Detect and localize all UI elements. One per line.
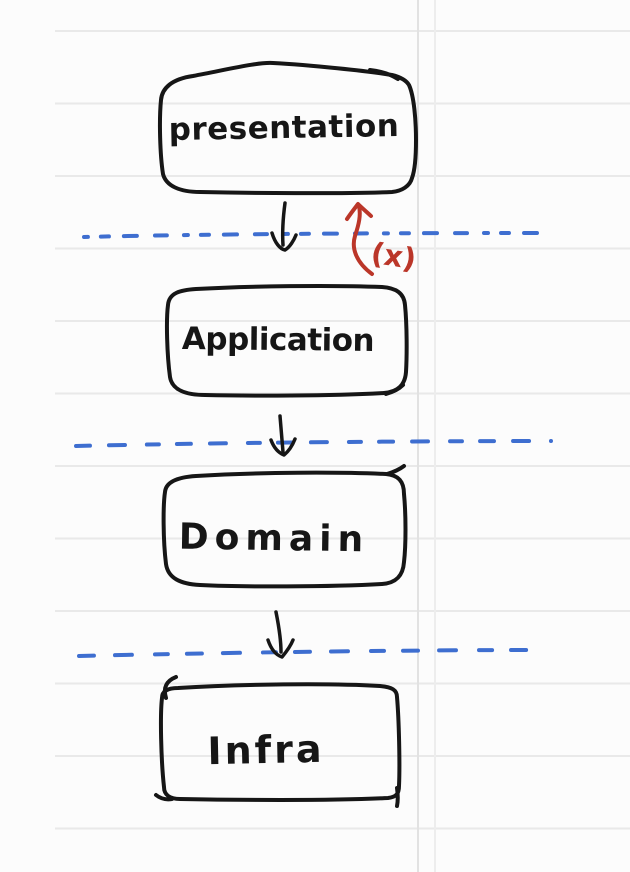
infra-box-overdraw-bottom-right	[395, 786, 400, 808]
arrow-presentation-to-application	[270, 201, 298, 252]
domain-box-overdraw	[385, 464, 406, 476]
application-box-outline	[164, 283, 409, 398]
presentation-box-overdraw	[368, 68, 400, 81]
separator-line-3	[77, 648, 537, 658]
application-box-overdraw	[384, 383, 405, 396]
vertical-margin-line-1	[417, 0, 419, 872]
domain-box-outline	[161, 464, 408, 589]
ruled-lines	[55, 0, 630, 872]
separator-line-1	[82, 231, 542, 239]
red-up-arrow	[345, 202, 374, 276]
infra-box-overdraw-top-left	[162, 675, 178, 700]
separator-line-2	[74, 439, 553, 448]
arrow-domain-to-infra	[266, 610, 295, 659]
infra-box-outline	[154, 675, 402, 808]
vertical-margin-line-2	[434, 0, 436, 872]
presentation-box-outline	[157, 60, 418, 196]
arrow-application-to-domain	[269, 414, 297, 457]
infra-box-overdraw-bottom-left	[154, 793, 174, 802]
